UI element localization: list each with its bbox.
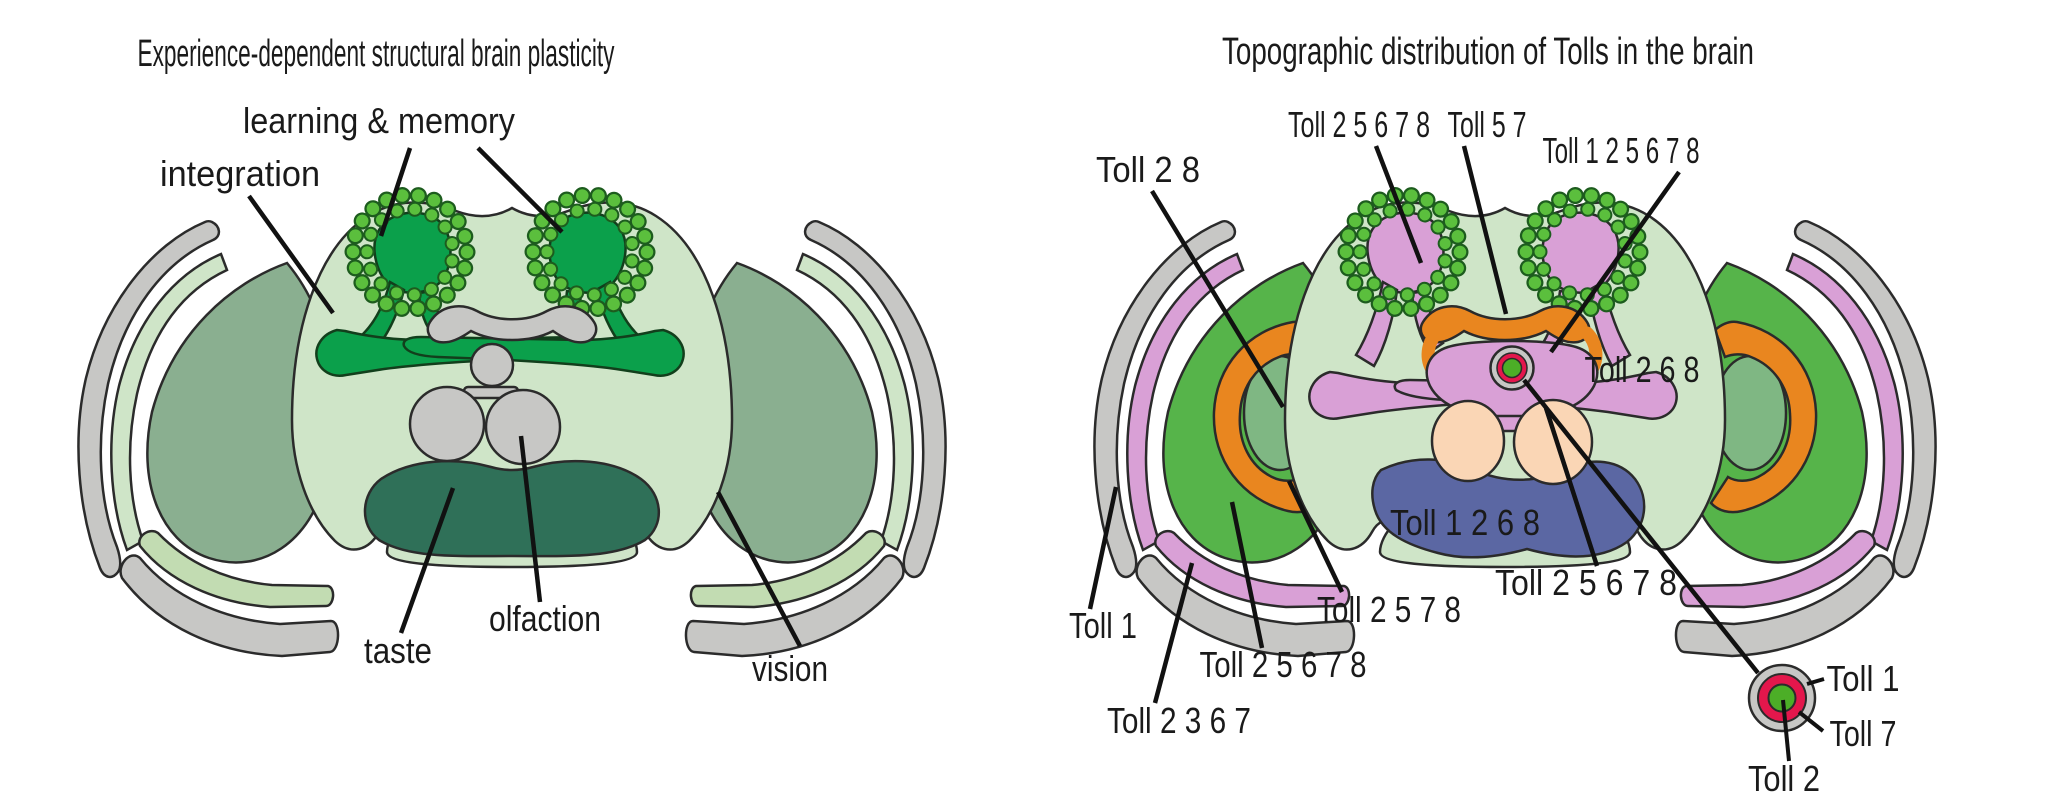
panel-title-tolls: Topographic distribution of Tolls in the…	[1222, 31, 1754, 73]
label-toll-1-2-6-8: Toll 1 2 6 8	[1390, 502, 1540, 543]
panel-title-plasticity: Experience-dependent structural brain pl…	[138, 33, 615, 75]
label-taste: taste	[364, 630, 432, 671]
taste-sez-region	[363, 459, 660, 558]
label-toll-2-8: Toll 2 8	[1096, 149, 1200, 190]
label-toll-1-2-5-6-7-8: Toll 1 2 5 6 7 8	[1543, 130, 1700, 171]
label-toll-1: Toll 1	[1069, 605, 1137, 646]
label-toll-5-7: Toll 5 7	[1448, 104, 1527, 145]
leader-toll-2-3-6-7	[1152, 562, 1195, 704]
leader-toll-5-7	[1461, 145, 1509, 315]
leader-inset-toll-1	[1806, 677, 1825, 686]
antennal-lobe-left-peach	[1430, 399, 1506, 483]
leader-inset-toll-7	[1797, 710, 1825, 733]
leader-vision	[716, 490, 802, 648]
label-toll-2-5-6-7-8-left: Toll 2 5 6 7 8	[1200, 644, 1367, 685]
leader-toll-2-5-7-8	[1286, 480, 1345, 593]
panel-tolls: Topographic distribution of Tolls in the…	[1069, 31, 1937, 799]
leader-toll-2-5-6-7-8-center	[1543, 407, 1600, 567]
leader-toll-1	[1087, 486, 1119, 610]
leader-toll-2-8	[1150, 189, 1285, 409]
ring-green-core	[1501, 357, 1523, 379]
antennal-lobe-right-peach	[1512, 398, 1594, 486]
antennal-lobe-left-gray	[408, 385, 486, 463]
label-integration: integration	[160, 153, 320, 194]
leader-learning-memory-right	[476, 146, 564, 234]
label-vision: vision	[752, 648, 828, 689]
leader-learning-memory-left	[378, 147, 413, 237]
label-inset-toll-2: Toll 2	[1748, 758, 1820, 799]
label-inset-toll-1: Toll 1	[1827, 658, 1900, 699]
leader-inset-toll-2	[1781, 699, 1791, 762]
label-toll-2-5-6-7-8-center: Toll 2 5 6 7 8	[1495, 562, 1677, 603]
panel-plasticity: Experience-dependent structural brain pl…	[77, 33, 947, 689]
label-inset-toll-7: Toll 7	[1830, 713, 1897, 754]
leader-toll-1-2-5-6-7-8	[1549, 170, 1681, 354]
leader-toll-2-5-6-7-8-left	[1229, 501, 1265, 649]
label-olfaction: olfaction	[489, 598, 601, 639]
central-ring-complex	[1489, 345, 1535, 391]
label-toll-2-6-8: Toll 2 6 8	[1585, 349, 1700, 390]
ellipsoid-body-gray	[469, 342, 515, 388]
label-toll-2-5-7-8: Toll 2 5 7 8	[1317, 589, 1461, 630]
label-learning-memory: learning & memory	[243, 100, 515, 141]
inset-green-core	[1767, 683, 1797, 713]
leader-integration	[247, 194, 335, 315]
sez-blue-region	[1371, 458, 1646, 559]
leader-toll-2-5-6-7-8-top	[1373, 145, 1424, 264]
ring-inset-magnified	[1747, 663, 1817, 733]
label-toll-2-3-6-7: Toll 2 3 6 7	[1107, 700, 1251, 741]
leader-taste	[398, 487, 456, 634]
leader-ring-to-inset	[1522, 378, 1760, 675]
label-toll-2-5-6-7-8-top: Toll 2 5 6 7 8	[1288, 104, 1430, 145]
leader-olfaction	[518, 435, 543, 603]
